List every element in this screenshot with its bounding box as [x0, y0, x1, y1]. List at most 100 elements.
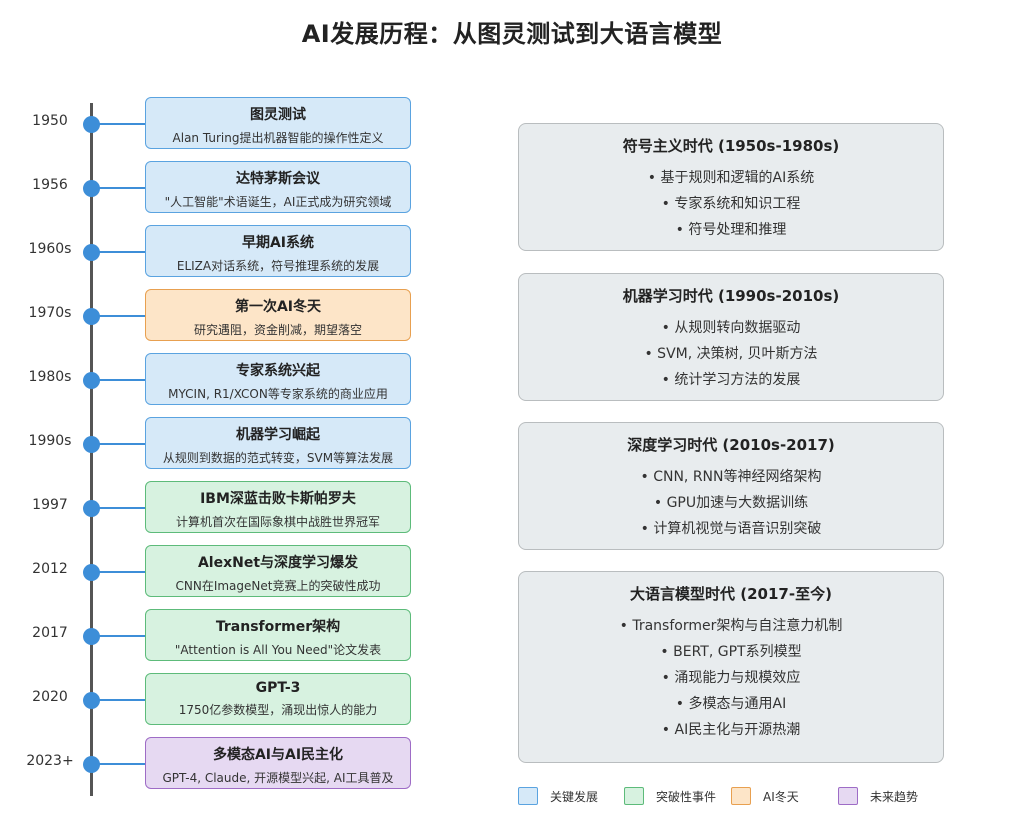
- event-card: 第一次AI冬天研究遇阻，资金削减，期望落空: [145, 289, 411, 341]
- era-bullet: • CNN, RNN等神经网络架构: [640, 469, 822, 485]
- event-year: 1956: [32, 177, 68, 193]
- event-title: IBM深蓝击败卡斯帕罗夫: [200, 491, 356, 507]
- legend-label: 突破性事件: [656, 789, 717, 804]
- era-bullet: • 符号处理和推理: [675, 222, 787, 238]
- timeline-dot: [83, 180, 100, 197]
- event-description: 计算机首次在国际象棋中战胜世界冠军: [175, 515, 380, 529]
- event-card: 专家系统兴起 MYCIN, R1/XCON等专家系统的商业应用: [145, 353, 411, 405]
- era-bullet: • Transformer架构与自注意力机制: [619, 618, 843, 634]
- era-bullet: • GPU加速与大数据训练: [653, 495, 809, 511]
- event-card: 达特茅斯会议 "人工智能"术语诞生，AI正式成为研究领域: [145, 161, 411, 213]
- legend-swatch: [518, 787, 538, 805]
- era-title: 大语言模型时代 (2017-至今): [630, 585, 832, 603]
- timeline-dot: [83, 436, 100, 453]
- event-title: 早期AI系统: [241, 235, 315, 251]
- era-title: 机器学习时代 (1990s-2010s): [622, 287, 840, 305]
- connector-line: [92, 315, 146, 317]
- timeline-dot: [83, 308, 100, 325]
- event-title: 达特茅斯会议: [236, 171, 320, 187]
- connector-line: [92, 763, 146, 765]
- era-title: 符号主义时代 (1950s-1980s): [622, 137, 840, 155]
- era-bullet: • 从规则转向数据驱动: [661, 320, 801, 336]
- event-year: 1997: [32, 497, 68, 513]
- legend-swatch: [731, 787, 751, 805]
- era-bullet: • 专家系统和知识工程: [661, 196, 801, 212]
- timeline-dot: [83, 372, 100, 389]
- event-description: MYCIN, R1/XCON等专家系统的商业应用: [168, 387, 388, 401]
- event-description: 研究遇阻，资金削减，期望落空: [193, 323, 362, 337]
- event-title: Transformer架构: [215, 619, 341, 635]
- event-title: 第一次AI冬天: [234, 299, 322, 315]
- era-bullet: • 涌现能力与规模效应: [661, 670, 801, 686]
- timeline-event: 2017 Transformer架构 "Attention is All You N…: [0, 609, 420, 663]
- legend-swatch: [624, 787, 644, 805]
- event-title: 机器学习崛起: [236, 427, 320, 443]
- event-title: 多模态AI与AI民主化: [212, 747, 344, 763]
- event-card: 多模态AI与AI民主化 GPT-4, Claude, 开源模型兴起, AI工具普及: [145, 737, 411, 789]
- timeline-dot: [83, 244, 100, 261]
- timeline-event: 1956 达特茅斯会议 "人工智能"术语诞生，AI正式成为研究领域: [0, 161, 420, 215]
- timeline-event: 1970s 第一次AI冬天研究遇阻，资金削减，期望落空: [0, 289, 420, 343]
- connector-line: [92, 187, 146, 189]
- era-bullet: • BERT, GPT系列模型: [660, 644, 802, 660]
- event-year: 2017: [32, 625, 68, 641]
- era-panel: 深度学习时代 (2010s-2017) • CNN, RNN等神经网络架构 • GP…: [518, 422, 944, 550]
- event-year: 2023+: [26, 753, 74, 769]
- legend-item: 关键发展: [518, 786, 598, 806]
- era-panel: 机器学习时代 (1990s-2010s) • 从规则转向数据驱动 • SVM, 决策…: [518, 273, 944, 401]
- event-description: "人工智能"术语诞生，AI正式成为研究领域: [164, 195, 392, 209]
- timeline-event: 2023+ 多模态AI与AI民主化 GPT-4, Claude, 开源模型兴起, A…: [0, 737, 420, 791]
- event-title: AlexNet与深度学习爆发: [197, 555, 359, 571]
- legend-item: 未来趋势: [838, 786, 918, 806]
- event-card: GPT-3 1750亿参数模型，涌现出惊人的能力: [145, 673, 411, 725]
- legend-label: 未来趋势: [870, 789, 919, 804]
- event-title: 专家系统兴起: [236, 363, 320, 379]
- era-bullet: • 统计学习方法的发展: [661, 372, 801, 388]
- timeline-dot: [83, 564, 100, 581]
- event-title: GPT-3: [255, 680, 301, 696]
- event-card: Transformer架构 "Attention is All You Need"…: [145, 609, 411, 661]
- timeline-dot: [83, 756, 100, 773]
- era-bullet: • SVM, 决策树, 贝叶斯方法: [644, 346, 818, 362]
- connector-line: [92, 571, 146, 573]
- era-title: 深度学习时代 (2010s-2017): [627, 436, 835, 454]
- page-title: AI发展历程：从图灵测试到大语言模型: [301, 20, 723, 48]
- event-description: 1750亿参数模型，涌现出惊人的能力: [178, 703, 378, 717]
- timeline-dot: [83, 628, 100, 645]
- era-panel: 大语言模型时代 (2017-至今) • Transformer架构与自注意力机制 •…: [518, 571, 944, 763]
- event-year: 2012: [32, 561, 68, 577]
- event-card: IBM深蓝击败卡斯帕罗夫计算机首次在国际象棋中战胜世界冠军: [145, 481, 411, 533]
- event-card: AlexNet与深度学习爆发 CNN在ImageNet竞赛上的突破性成功: [145, 545, 411, 597]
- event-description: Alan Turing提出机器智能的操作性定义: [172, 131, 384, 145]
- connector-line: [92, 123, 146, 125]
- event-description: 从规则到数据的范式转变，SVM等算法发展: [162, 451, 394, 465]
- legend-item: AI冬天: [731, 786, 799, 806]
- timeline-event: 1997 IBM深蓝击败卡斯帕罗夫计算机首次在国际象棋中战胜世界冠军: [0, 481, 420, 535]
- connector-line: [92, 699, 146, 701]
- event-description: "Attention is All You Need"论文发表: [174, 643, 382, 657]
- timeline-event: 1980s 专家系统兴起 MYCIN, R1/XCON等专家系统的商业应用: [0, 353, 420, 407]
- timeline-dot: [83, 692, 100, 709]
- event-year: 1960s: [28, 241, 72, 257]
- event-year: 1970s: [28, 305, 72, 321]
- connector-line: [92, 443, 146, 445]
- connector-line: [92, 507, 146, 509]
- timeline-dot: [83, 500, 100, 517]
- legend-label: 关键发展: [550, 789, 599, 804]
- legend-label: AI冬天: [763, 789, 799, 804]
- era-bullet: • AI民主化与开源热潮: [661, 722, 801, 738]
- connector-line: [92, 635, 146, 637]
- event-description: GPT-4, Claude, 开源模型兴起, AI工具普及: [162, 771, 394, 785]
- connector-line: [92, 251, 146, 253]
- event-year: 1980s: [28, 369, 72, 385]
- event-card: 机器学习崛起从规则到数据的范式转变，SVM等算法发展: [145, 417, 411, 469]
- era-bullet: • 基于规则和逻辑的AI系统: [647, 170, 815, 186]
- event-description: CNN在ImageNet竞赛上的突破性成功: [175, 579, 381, 593]
- era-bullet: • 计算机视觉与语音识别突破: [640, 521, 822, 537]
- era-bullet: • 多模态与通用AI: [675, 696, 787, 712]
